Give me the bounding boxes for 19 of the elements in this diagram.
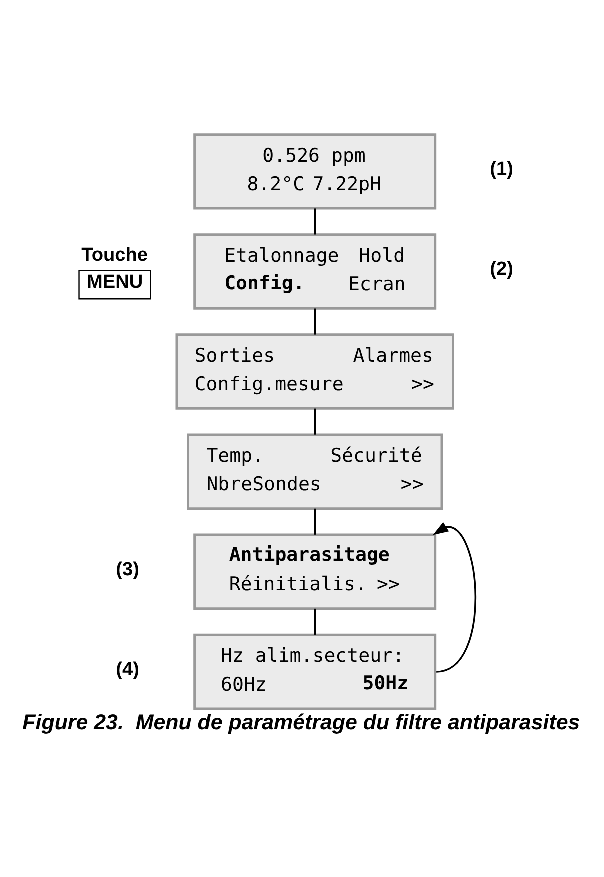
node-box: Sorties Alarmes Config.mesure >>: [176, 334, 454, 410]
connector: [314, 508, 316, 535]
node-label: (3): [116, 559, 140, 580]
node-box: Etalonnage Hold Config. Ecran: [194, 234, 437, 310]
node-label: (2): [490, 259, 514, 280]
connector: [314, 308, 316, 335]
connector: [314, 408, 316, 435]
label: Touche: [82, 244, 148, 266]
label: MENU: [87, 272, 144, 294]
node-box: Temp. Sécurité NbreSondes >>: [187, 434, 444, 510]
caption: Figure 23. Menu de paramétrage du filtre antiparasites: [22, 710, 580, 735]
node-box: 0.526 ppm 8.2°C 7.22pH: [194, 134, 437, 210]
node-label: (4): [116, 659, 140, 680]
node-box: Hz alim.secteur: 60Hz 50Hz: [194, 634, 437, 710]
connector: [314, 208, 316, 235]
node-box: Antiparasitage Réinitialis. >>: [194, 534, 437, 610]
connector: [314, 608, 316, 635]
node-label: (1): [490, 159, 514, 180]
arrow: [433, 522, 477, 673]
